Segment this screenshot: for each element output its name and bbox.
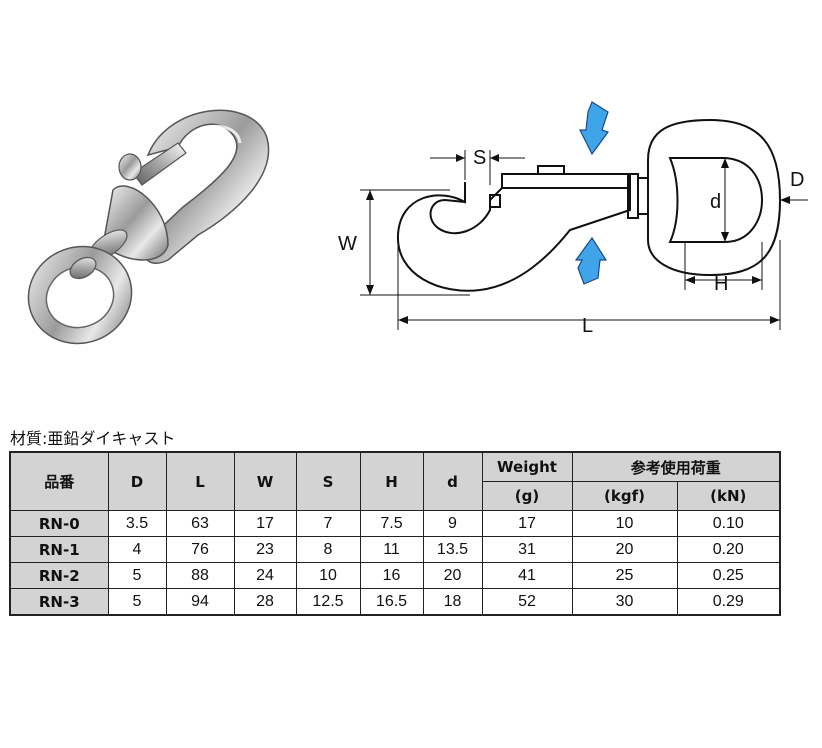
cell-load-kgf: 20 xyxy=(571,536,678,563)
cell-d-lower: 18 xyxy=(422,588,483,616)
cell-h: 16.5 xyxy=(359,588,424,616)
cell-d-upper: 5 xyxy=(107,562,167,589)
label-h: H xyxy=(714,273,728,295)
cell-part-no: RN-1 xyxy=(9,536,109,563)
cell-w: 24 xyxy=(233,562,297,589)
cell-d-upper: 3.5 xyxy=(107,510,167,537)
cell-l: 88 xyxy=(165,562,235,589)
cell-d-upper: 5 xyxy=(107,588,167,616)
cell-s: 7 xyxy=(295,510,361,537)
header-load-kgf: (kgf) xyxy=(571,481,678,511)
cell-part-no: RN-3 xyxy=(9,588,109,616)
header-h: H xyxy=(359,451,424,511)
header-weight-unit: (g) xyxy=(481,481,573,511)
cell-load-kgf: 25 xyxy=(571,562,678,589)
cell-load-kn: 0.10 xyxy=(676,510,781,537)
spec-table: 品番 D L W S H d Weight 参考使用荷重 (g) (kgf) (… xyxy=(9,451,782,616)
cell-w: 28 xyxy=(233,588,297,616)
header-weight: Weight xyxy=(481,451,573,482)
product-photo xyxy=(27,109,270,345)
header-l: L xyxy=(165,451,235,511)
cell-s: 8 xyxy=(295,536,361,563)
cell-weight: 31 xyxy=(481,536,573,563)
cell-weight: 17 xyxy=(481,510,573,537)
cell-l: 94 xyxy=(165,588,235,616)
label-w: W xyxy=(338,233,357,255)
cell-weight: 41 xyxy=(481,562,573,589)
header-load-kn: (kN) xyxy=(676,481,781,511)
header-row: 品番 D L W S H d Weight 参考使用荷重 xyxy=(9,451,781,511)
cell-part-no: RN-0 xyxy=(9,510,109,537)
label-l: L xyxy=(582,315,593,337)
cell-l: 63 xyxy=(165,510,235,537)
label-d-lower: d xyxy=(710,191,721,213)
cell-load-kgf: 30 xyxy=(571,588,678,616)
cell-load-kn: 0.20 xyxy=(676,536,781,563)
cell-load-kn: 0.25 xyxy=(676,562,781,589)
cell-h: 11 xyxy=(359,536,424,563)
cell-d-upper: 4 xyxy=(107,536,167,563)
cell-h: 16 xyxy=(359,562,424,589)
header-s: S xyxy=(295,451,361,511)
cell-w: 17 xyxy=(233,510,297,537)
cell-weight: 52 xyxy=(481,588,573,616)
cell-load-kn: 0.29 xyxy=(676,588,781,616)
label-s: S xyxy=(473,147,486,169)
cell-s: 10 xyxy=(295,562,361,589)
header-row-units: (g) (kgf) (kN) xyxy=(10,481,781,511)
cell-load-kgf: 10 xyxy=(571,510,678,537)
dimension-drawing: S W D d H L xyxy=(338,101,808,337)
cell-d-lower: 20 xyxy=(422,562,483,589)
cell-s: 12.5 xyxy=(295,588,361,616)
cell-w: 23 xyxy=(233,536,297,563)
cell-h: 7.5 xyxy=(359,510,424,537)
header-d-upper: D xyxy=(107,451,167,511)
header-load-group: 参考使用荷重 xyxy=(571,451,781,482)
header-part-no: 品番 xyxy=(9,451,109,511)
cell-part-no: RN-2 xyxy=(9,562,109,589)
cell-d-lower: 13.5 xyxy=(422,536,483,563)
cell-d-lower: 9 xyxy=(422,510,483,537)
label-d-upper: D xyxy=(790,169,804,191)
header-d-lower: d xyxy=(422,451,483,511)
cell-l: 76 xyxy=(165,536,235,563)
header-w: W xyxy=(233,451,297,511)
material-note: 材質:亜鉛ダイキャスト xyxy=(10,429,176,448)
